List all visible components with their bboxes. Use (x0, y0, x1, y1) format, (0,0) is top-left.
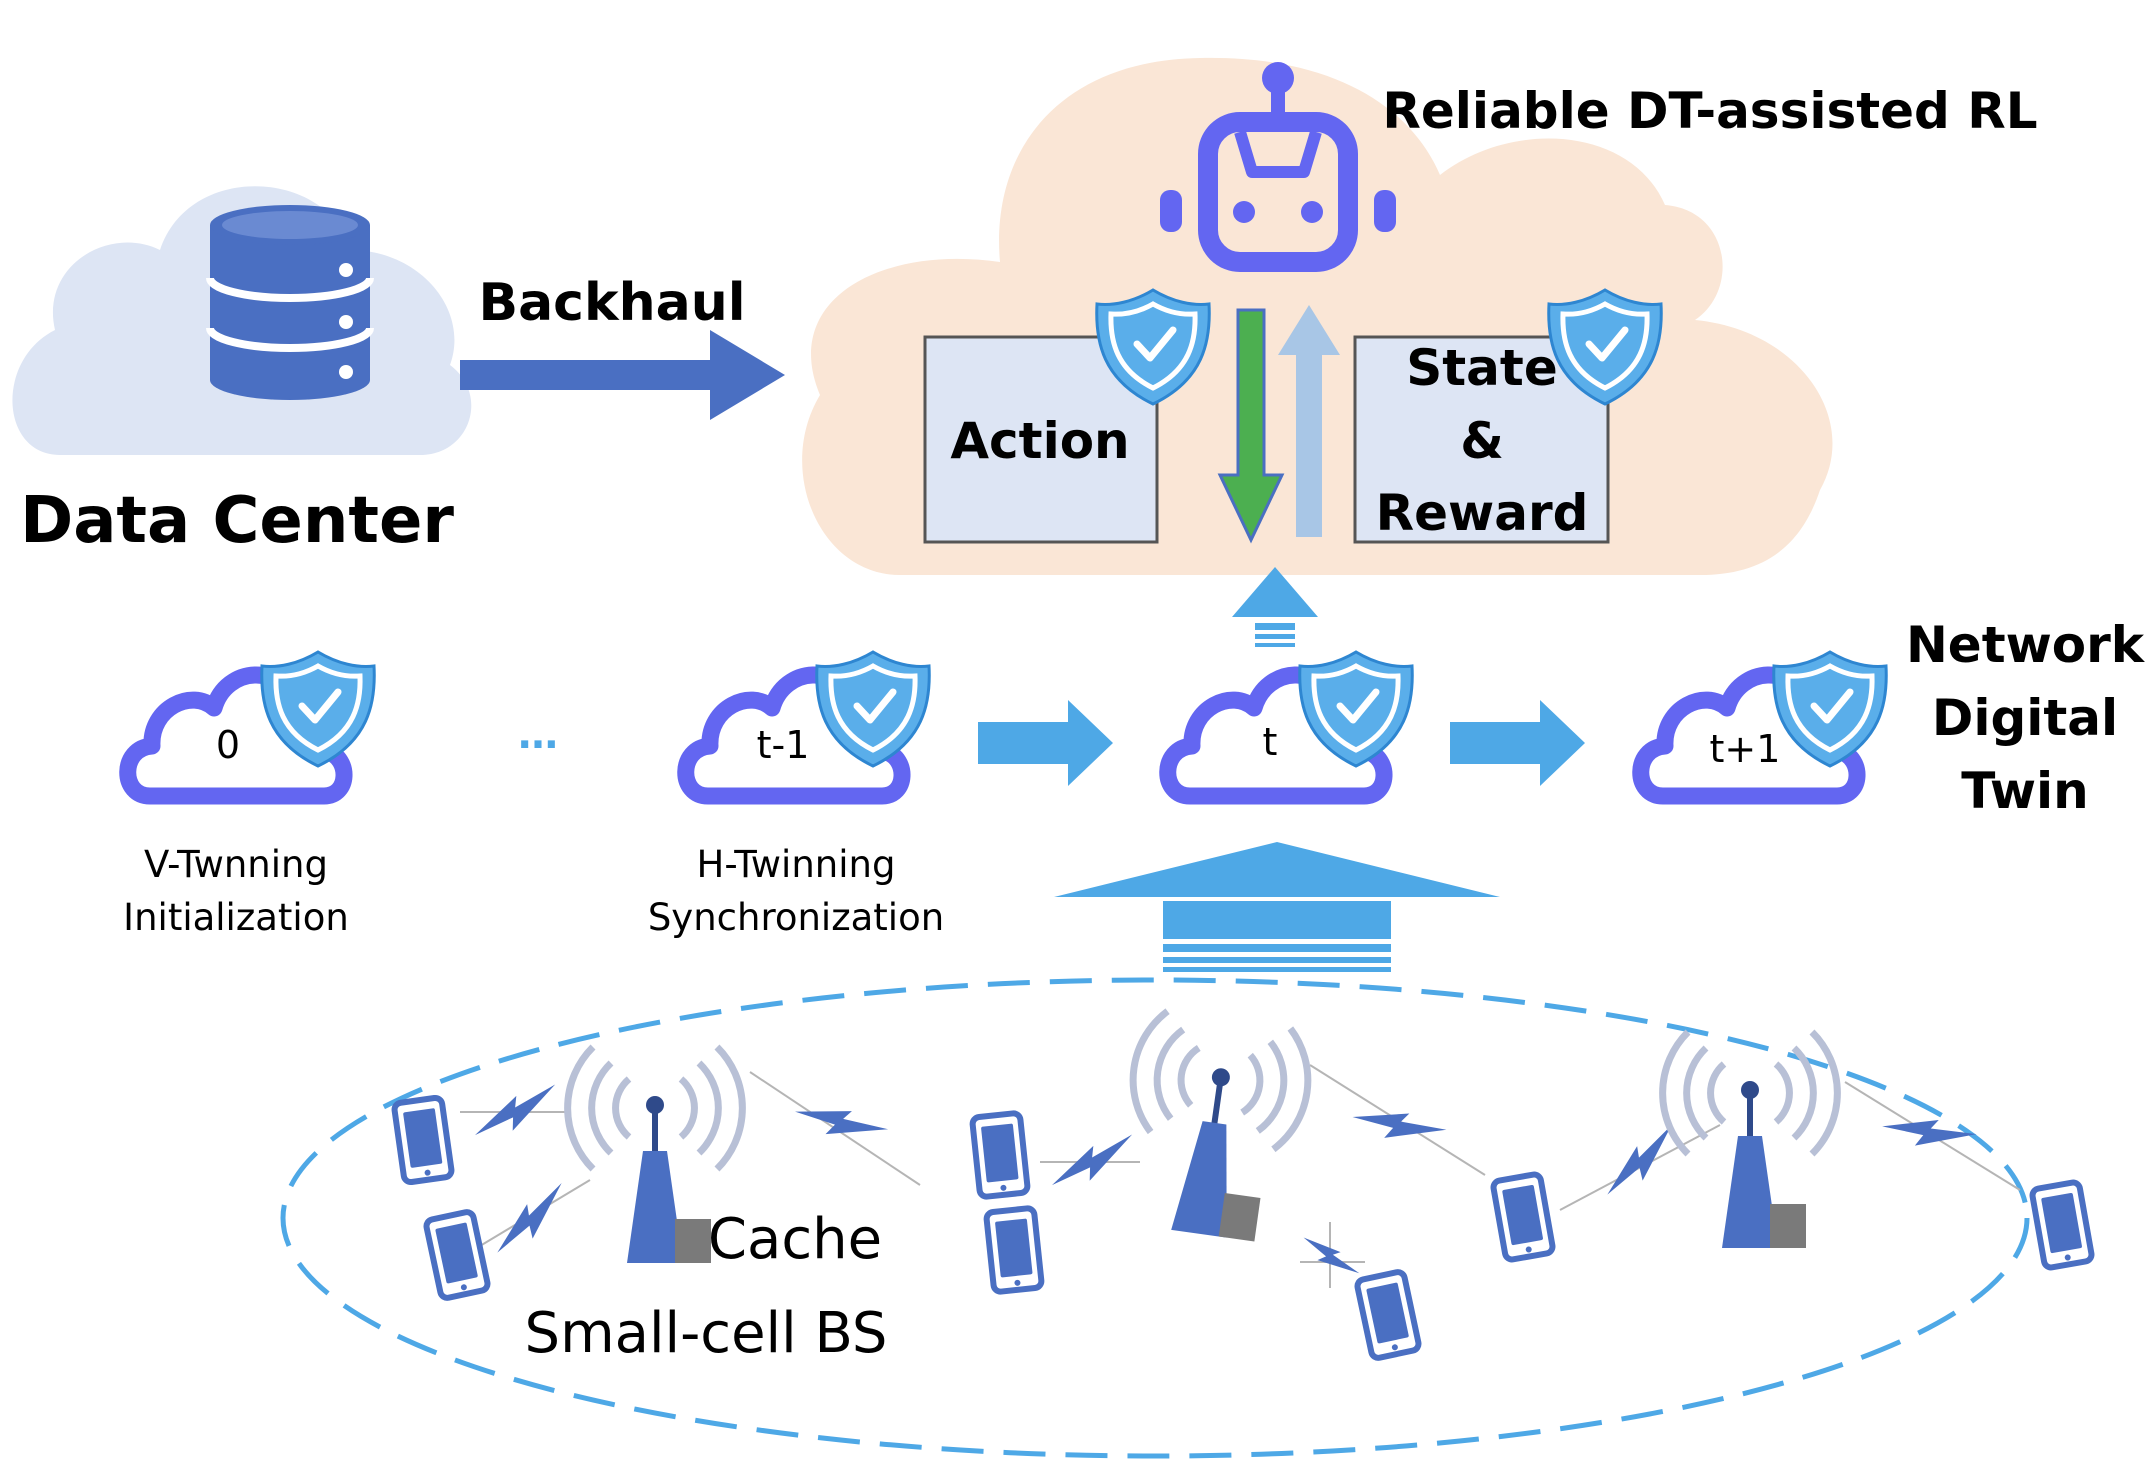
state-label: State (1406, 339, 1557, 397)
ampersand-label: & (1460, 412, 1504, 470)
h-twinning-line1: H-Twinning (697, 843, 896, 886)
database-icon (206, 205, 374, 400)
antenna-tower-icon (1112, 1008, 1315, 1246)
smartphone-icon (972, 1113, 1028, 1198)
ndt-label-line3: Twin (1961, 762, 2089, 820)
smartphone-icon (425, 1211, 489, 1299)
action-arrow (1217, 308, 1285, 544)
state-reward-arrow (1278, 305, 1340, 537)
lightning-icon (1879, 1108, 1978, 1158)
network-ellipse (280, 977, 2030, 1459)
smartphone-icon (394, 1097, 453, 1183)
smartphone-icon (986, 1208, 1042, 1293)
reward-label: Reward (1376, 484, 1589, 542)
ndt-label-line1: Network (1906, 616, 2146, 674)
v-twinning-line1: V-Twnning (144, 843, 328, 886)
twin-to-rl-arrow (1232, 567, 1318, 647)
twin-t-label: t (1263, 720, 1278, 764)
rl-title: Reliable DT-assisted RL (1382, 82, 2037, 140)
twin-t-minus-1-label: t-1 (757, 723, 810, 767)
antenna-tower-icon (1663, 1032, 1838, 1248)
lightning-icon (791, 1094, 890, 1153)
small-cell-bs-label: Small-cell BS (525, 1301, 888, 1366)
sync-arrow-1 (978, 700, 1113, 786)
action-label: Action (950, 412, 1129, 470)
backhaul-label: Backhaul (478, 273, 745, 333)
robot-icon (1160, 62, 1396, 272)
network-to-twin-arrow (1054, 842, 1500, 972)
twin-ellipsis: … (518, 712, 558, 758)
backhaul-arrow (460, 330, 785, 420)
v-twinning-line2: Initialization (123, 896, 349, 939)
data-center-label: Data Center (20, 484, 454, 558)
ndt-label-line2: Digital (1932, 689, 2118, 747)
h-twinning-line2: Synchronization (648, 896, 944, 939)
twin-0-label: 0 (216, 723, 240, 767)
twin-t-plus-1-label: t+1 (1710, 727, 1781, 771)
sync-arrow-2 (1450, 700, 1585, 786)
cache-label: Cache (708, 1207, 882, 1272)
lightning-icon (1349, 1099, 1448, 1153)
smartphone-icon (2031, 1181, 2092, 1268)
smartphone-icon (1492, 1173, 1553, 1260)
smartphone-icon (1356, 1271, 1420, 1359)
lightning-icon (485, 1178, 578, 1262)
